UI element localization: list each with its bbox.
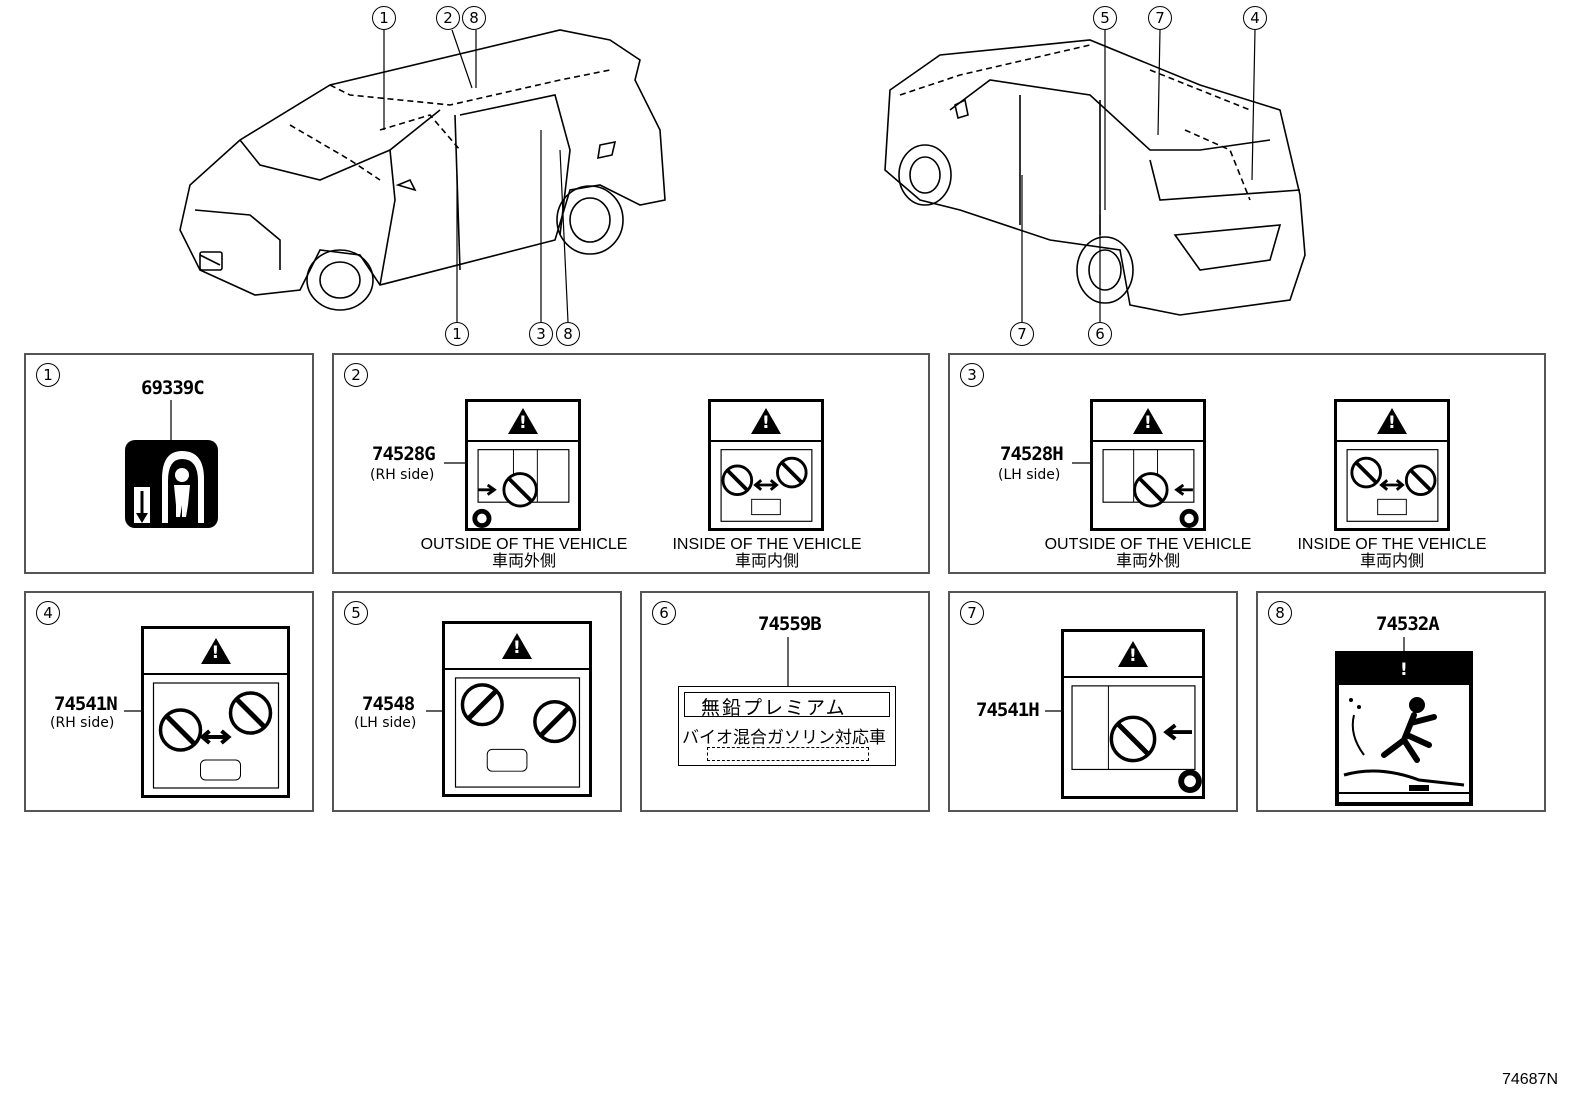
label-header <box>144 629 287 675</box>
panel-number: 1 <box>36 363 60 387</box>
seat-warning-art-icon <box>454 677 581 788</box>
panel-2: 2 74528G (RH side) OUTSIDE OF THE VEHICL… <box>332 353 930 574</box>
side-note: (RH side) <box>370 467 435 483</box>
part-number: 74532A <box>1376 613 1440 635</box>
warning-label-inside <box>708 399 824 531</box>
caption-inside-jp: 車両内側 <box>734 553 799 570</box>
side-note: (RH side) <box>50 715 115 731</box>
caption-outside-jp: 車両外側 <box>491 553 556 570</box>
door-warning-art-icon <box>1071 685 1202 794</box>
seat-warning-art-icon <box>152 682 280 789</box>
side-note: (LH side) <box>998 467 1061 483</box>
vehicle-illustrations <box>179 29 1306 323</box>
callout-rear-top-5: 5 <box>1093 6 1117 30</box>
caption-inside: INSIDE OF THE VEHICLE 車両内側 <box>1277 536 1507 570</box>
warning-label-outside <box>1090 399 1206 531</box>
panel-6: 6 74559B 無鉛プレミアム バイオ混合ガソリン対応車 <box>640 591 930 812</box>
label-header <box>1093 402 1203 442</box>
warning-triangle-icon <box>751 408 781 434</box>
caption-inside-en: INSIDE OF THE VEHICLE <box>672 536 862 553</box>
panel-5: 5 74548 (LH side) <box>332 591 622 812</box>
leader-line <box>1045 710 1062 712</box>
callout-rear-top-4: 4 <box>1243 6 1267 30</box>
leader-line <box>426 710 444 712</box>
label-header <box>468 402 578 442</box>
part-number: 74528H <box>1000 443 1064 465</box>
callout-front-top-8: 8 <box>462 6 486 30</box>
callout-front-bottom-1: 1 <box>445 322 469 346</box>
callout-front-bottom-8: 8 <box>556 322 580 346</box>
panel-number: 3 <box>960 363 984 387</box>
slip-hazard-art-icon <box>1339 685 1469 802</box>
fuel-label-line2: バイオ混合ガソリン対応車 <box>682 728 886 748</box>
diagram-id: 74687N <box>1501 1071 1558 1088</box>
callout-front-bottom-3: 3 <box>529 322 553 346</box>
warning-triangle-icon <box>508 408 538 434</box>
fuel-label-blank-box <box>707 747 869 761</box>
panel-number: 8 <box>1268 601 1292 625</box>
caption-outside: OUTSIDE OF THE VEHICLE 車両外側 <box>409 536 639 570</box>
label-header <box>1064 632 1202 678</box>
part-number: 74548 <box>362 693 415 715</box>
caption-outside-en: OUTSIDE OF THE VEHICLE <box>1044 536 1252 553</box>
door-warning-art-icon <box>472 449 570 528</box>
part-number: 74541H <box>976 699 1040 721</box>
part-number: 74559B <box>758 613 822 635</box>
caption-inside: INSIDE OF THE VEHICLE 車両内側 <box>652 536 882 570</box>
callout-front-top-1: 1 <box>372 6 396 30</box>
callout-rear-bottom-7: 7 <box>1010 322 1034 346</box>
leader-line <box>124 710 142 712</box>
warning-triangle-icon <box>200 638 231 664</box>
side-note: (LH side) <box>354 715 417 731</box>
panel-number: 4 <box>36 601 60 625</box>
panel-7: 7 74541H <box>948 591 1238 812</box>
warning-triangle-icon <box>1377 408 1407 434</box>
warning-triangle-icon <box>1389 655 1419 681</box>
panel-number: 5 <box>344 601 368 625</box>
slip-warning-label <box>1335 651 1473 806</box>
part-number: 74528G <box>372 443 436 465</box>
child-seat-label-icon <box>125 440 218 528</box>
warning-triangle-icon <box>1118 641 1148 667</box>
callout-rear-bottom-6: 6 <box>1088 322 1112 346</box>
part-number: 69339C <box>141 377 205 399</box>
fuel-label-title-box <box>684 692 890 717</box>
warning-label <box>141 626 290 798</box>
panel-number: 2 <box>344 363 368 387</box>
panel-3: 3 74528H (LH side) OUTSIDE OF THE VEHICL… <box>948 353 1546 574</box>
warning-label <box>442 621 592 797</box>
front-view-van <box>179 29 666 311</box>
warning-label <box>1061 629 1205 799</box>
caption-outside-en: OUTSIDE OF THE VEHICLE <box>420 536 628 553</box>
callout-rear-top-7: 7 <box>1148 6 1172 30</box>
leader-line <box>170 400 172 440</box>
rear-view-van <box>884 39 1306 316</box>
warning-label-outside <box>465 399 581 531</box>
label-header <box>711 402 821 442</box>
panel-8: 8 74532A <box>1256 591 1546 812</box>
caption-inside-en: INSIDE OF THE VEHICLE <box>1297 536 1487 553</box>
panel-4: 4 74541N (RH side) <box>24 591 314 812</box>
fuel-label-line1: 無鉛プレミアム <box>701 697 847 719</box>
warning-triangle-icon <box>1133 408 1163 434</box>
panel-1: 1 69339C <box>24 353 314 574</box>
fuel-label: 無鉛プレミアム バイオ混合ガソリン対応車 <box>678 686 896 766</box>
leader-line <box>444 462 466 464</box>
panel-number: 6 <box>652 601 676 625</box>
caption-outside: OUTSIDE OF THE VEHICLE 車両外側 <box>1033 536 1263 570</box>
door-warning-art-icon <box>720 449 813 522</box>
door-warning-art-icon <box>1102 449 1199 528</box>
panel-number: 7 <box>960 601 984 625</box>
warning-label-inside <box>1334 399 1450 531</box>
callout-front-top-2: 2 <box>436 6 460 30</box>
part-number: 74541N <box>54 693 118 715</box>
caption-inside-jp: 車両内側 <box>1359 553 1424 570</box>
caption-outside-jp: 車両外側 <box>1115 553 1180 570</box>
leader-line <box>787 637 789 686</box>
leader-line <box>1072 462 1091 464</box>
label-header <box>1337 402 1447 442</box>
label-header <box>445 624 589 670</box>
door-warning-art-icon <box>1346 449 1439 522</box>
warning-triangle-icon <box>502 633 532 659</box>
